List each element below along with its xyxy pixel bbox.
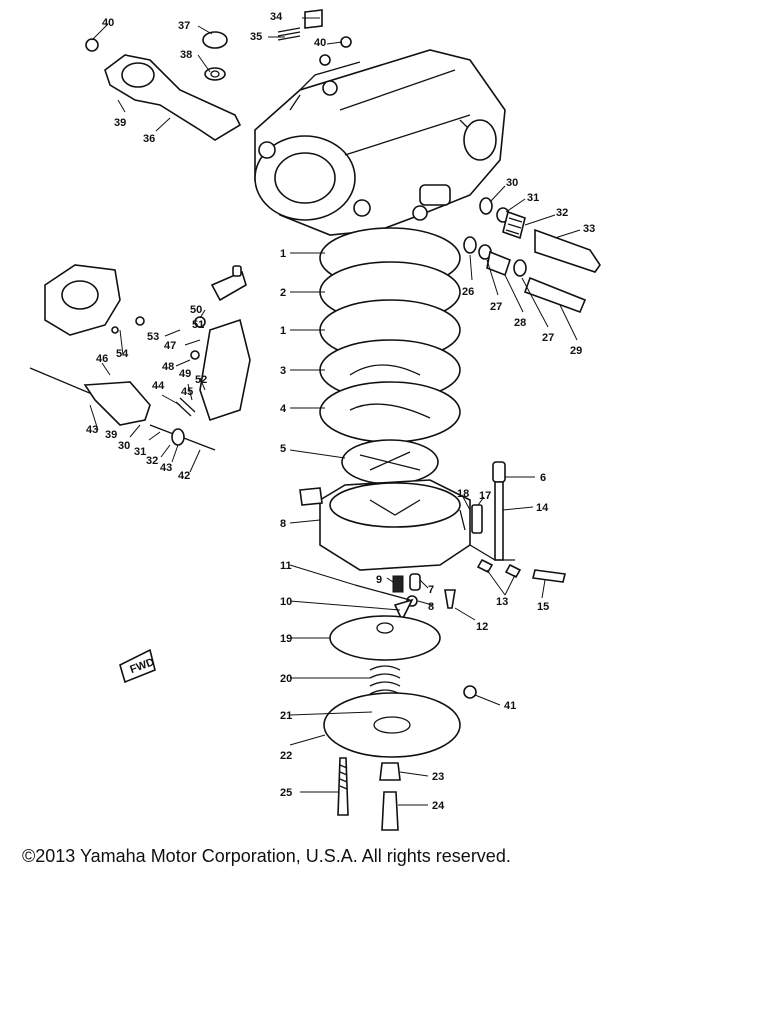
callout-15: 15 — [537, 601, 549, 613]
callout-1b: 1 — [280, 325, 286, 337]
diaphragm-stack — [319, 227, 461, 485]
callout-46: 46 — [96, 353, 108, 365]
callout-25: 25 — [280, 787, 292, 799]
callout-32a: 32 — [556, 207, 568, 219]
callout-47: 47 — [164, 340, 176, 352]
callout-53: 53 — [147, 331, 159, 343]
carburetor-parts-diagram: FWD — [29, 9, 601, 831]
pump-body — [299, 479, 471, 571]
callout-29: 29 — [570, 345, 582, 357]
callout-19: 19 — [280, 633, 292, 645]
callout-50: 50 — [190, 304, 202, 316]
callout-9: 9 — [376, 574, 382, 586]
callout-8b: 8 — [428, 601, 434, 613]
callout-43b: 43 — [160, 462, 172, 474]
callout-31a: 31 — [527, 192, 539, 204]
callout-labels: 40 37 34 35 40 38 39 36 30 31 32 33 1 2 … — [86, 11, 595, 812]
pump-valves — [354, 573, 456, 622]
callout-33: 33 — [583, 223, 595, 235]
callout-40a: 40 — [102, 17, 114, 29]
callout-27b: 27 — [542, 332, 554, 344]
callout-37: 37 — [178, 20, 190, 32]
callout-28: 28 — [514, 317, 526, 329]
pump-pipes — [459, 461, 566, 583]
callout-39b: 39 — [105, 429, 117, 441]
callout-27a: 27 — [490, 301, 502, 313]
callout-30b: 30 — [118, 440, 130, 452]
callout-38: 38 — [180, 49, 192, 61]
callout-41: 41 — [504, 700, 516, 712]
left-throttle-assembly — [29, 264, 251, 451]
callout-36: 36 — [143, 133, 155, 145]
callout-22: 22 — [280, 750, 292, 762]
right-fittings — [463, 197, 601, 314]
callout-34: 34 — [270, 11, 283, 23]
leader-lines — [89, 17, 581, 806]
callout-14: 14 — [536, 502, 549, 514]
callout-7: 7 — [428, 584, 434, 596]
callout-1a: 1 — [280, 248, 286, 260]
callout-35: 35 — [250, 31, 262, 43]
callout-45: 45 — [181, 386, 193, 398]
callout-40b: 40 — [314, 37, 326, 49]
fwd-arrow-icon: FWD — [119, 648, 156, 684]
callout-10: 10 — [280, 596, 292, 608]
callout-21: 21 — [280, 710, 292, 722]
carburetor-body — [254, 49, 506, 236]
callout-43a: 43 — [86, 424, 98, 436]
callout-20: 20 — [280, 673, 292, 685]
lower-cover-assembly — [323, 615, 477, 831]
callout-18: 18 — [457, 488, 469, 500]
callout-13: 13 — [496, 596, 508, 608]
callout-6a: 6 — [540, 472, 546, 484]
callout-31b: 31 — [134, 446, 146, 458]
copyright-notice: ©2013 Yamaha Motor Corporation, U.S.A. A… — [22, 846, 511, 866]
callout-23: 23 — [432, 771, 444, 783]
callout-30a: 30 — [506, 177, 518, 189]
callout-4: 4 — [280, 403, 287, 415]
callout-51: 51 — [192, 319, 204, 331]
callout-8a: 8 — [280, 518, 286, 530]
callout-2: 2 — [280, 287, 286, 299]
callout-48: 48 — [162, 361, 174, 373]
callout-42: 42 — [178, 470, 190, 482]
callout-44: 44 — [152, 380, 165, 392]
callout-39a: 39 — [114, 117, 126, 129]
callout-3: 3 — [280, 365, 286, 377]
callout-17: 17 — [479, 490, 491, 502]
callout-24: 24 — [432, 800, 445, 812]
callout-5: 5 — [280, 443, 286, 455]
callout-52: 52 — [195, 374, 207, 386]
callout-12: 12 — [476, 621, 488, 633]
callout-54: 54 — [116, 348, 129, 360]
callout-11: 11 — [280, 560, 292, 572]
callout-49: 49 — [179, 368, 191, 380]
callout-32b: 32 — [146, 455, 158, 467]
callout-26: 26 — [462, 286, 474, 298]
choke-lever-assembly — [85, 9, 352, 141]
